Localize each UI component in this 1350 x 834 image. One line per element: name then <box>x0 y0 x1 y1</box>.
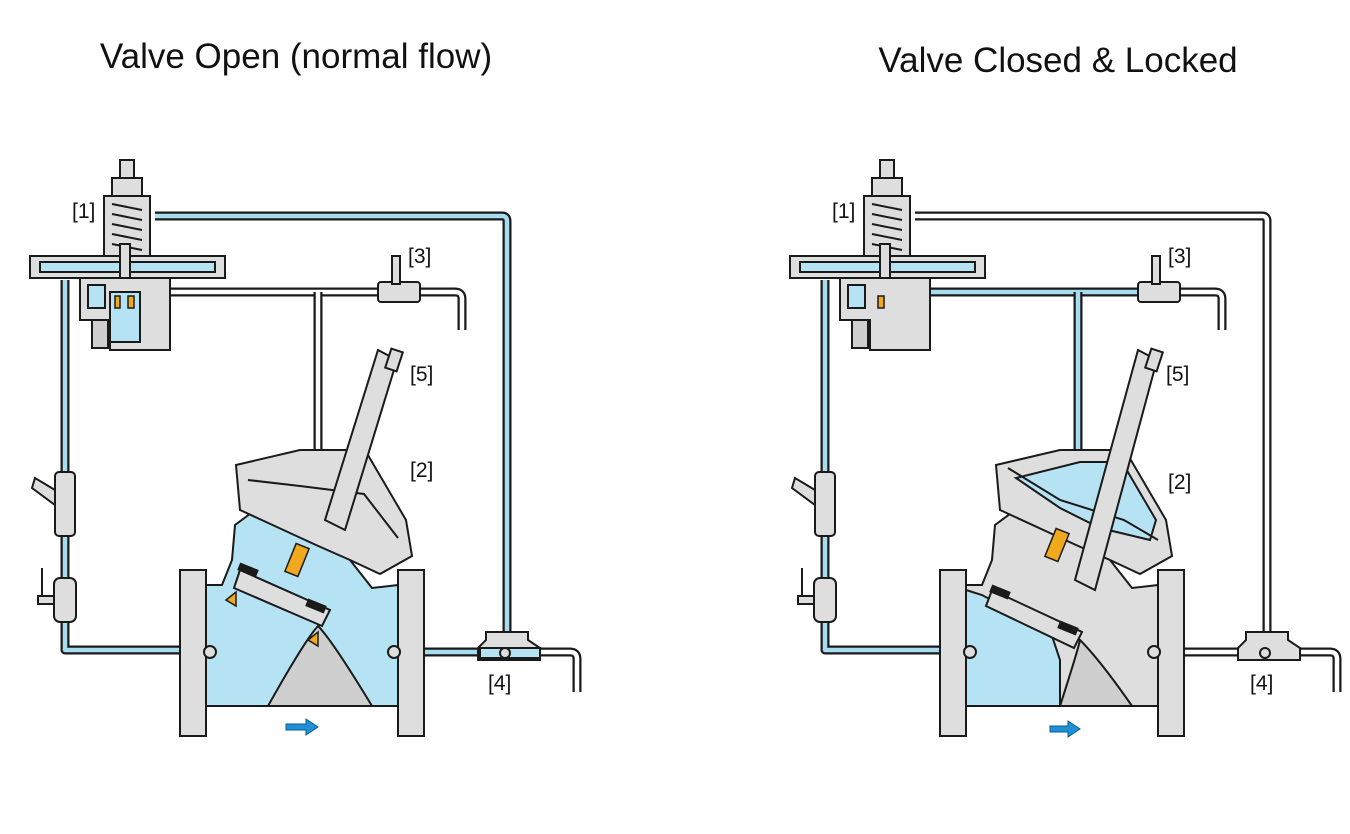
pilot-valve: [1] <box>789 159 986 351</box>
pilot-to-check-pipe <box>915 211 1272 632</box>
pilot-to-chamber-pipe <box>930 287 1227 450</box>
label-check-valve: [4] <box>1250 672 1273 695</box>
flow-arrow <box>285 718 319 736</box>
label-pilot: [1] <box>832 200 855 223</box>
main-valve-body: [2] [5] <box>179 347 433 737</box>
label-needle-valve: [3] <box>1168 245 1191 268</box>
panel-title-closed: Valve Closed & Locked <box>878 41 1237 80</box>
ball-valve <box>37 568 77 623</box>
label-main-valve: [2] <box>410 459 433 482</box>
label-needle-valve: [3] <box>408 245 431 268</box>
flow-arrow <box>1049 720 1081 738</box>
label-position-indicator: [5] <box>1166 363 1189 386</box>
label-main-valve: [2] <box>1168 471 1191 494</box>
needle-valve: [3] <box>1137 245 1191 303</box>
label-check-valve: [4] <box>488 672 511 695</box>
ball-valve <box>797 568 837 623</box>
check-valve: [4] <box>477 631 541 695</box>
pilot-valve: [1] <box>29 159 226 351</box>
inlet-supply-pipe <box>60 280 200 655</box>
inlet-supply-pipe <box>820 280 960 655</box>
pilot-to-check-pipe <box>155 211 512 632</box>
label-pilot: [1] <box>72 200 95 223</box>
pilot-to-chamber-pipe <box>170 287 467 450</box>
panel-valve-closed: Valve Closed & Locked <box>789 41 1342 738</box>
strainer <box>30 471 76 537</box>
strainer <box>790 471 836 537</box>
main-valve-body: [2] [5] <box>939 347 1191 737</box>
panel-valve-open: Valve Open (normal flow) <box>29 37 582 737</box>
panel-title-open: Valve Open (normal flow) <box>100 37 492 76</box>
check-valve: [4] <box>1237 631 1301 695</box>
label-position-indicator: [5] <box>410 363 433 386</box>
needle-valve: [3] <box>377 245 431 303</box>
